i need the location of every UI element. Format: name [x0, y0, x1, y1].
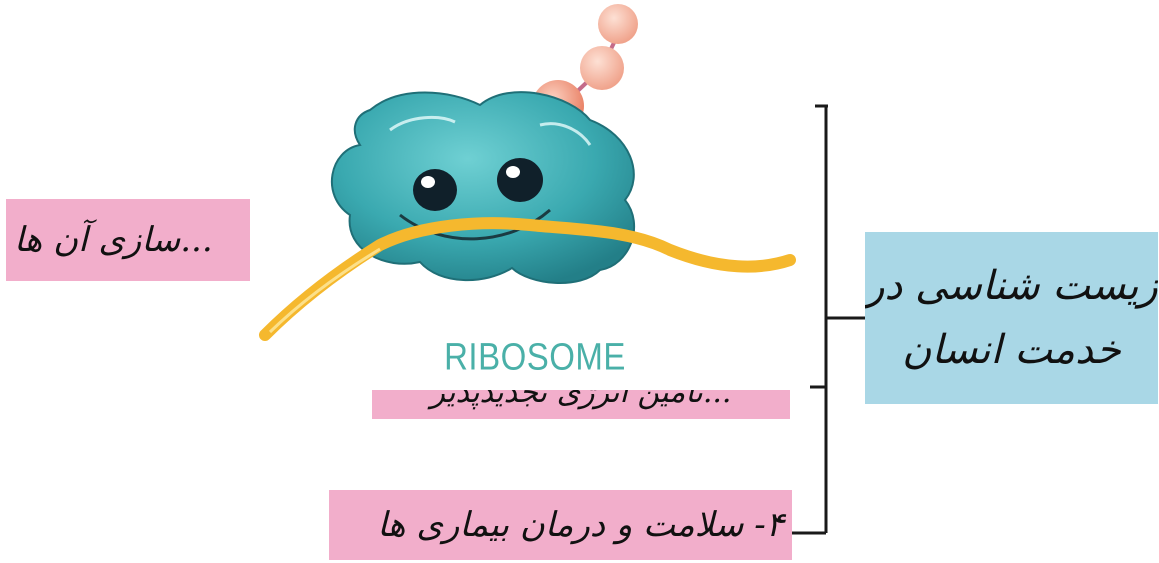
- branch-label-4: ۴- سلامت و درمان بیماری ها: [377, 505, 784, 545]
- branch-label-1: ...سازی آن ها: [14, 220, 213, 260]
- bead-3: [598, 4, 638, 44]
- main-topic-line2: خدمت انسان: [902, 327, 1121, 373]
- right-eye: [497, 158, 543, 202]
- main-topic-line1: زیست شناسی در: [865, 263, 1158, 309]
- bead-2: [580, 46, 624, 90]
- branch-box-4: ۴- سلامت و درمان بیماری ها: [329, 490, 792, 560]
- ribosome-body: [332, 92, 634, 283]
- main-topic-box: زیست شناسی در خدمت انسان: [865, 232, 1158, 404]
- branch-box-1: ...سازی آن ها: [6, 199, 258, 281]
- left-eye: [413, 169, 457, 211]
- ribosome-illustration: [250, 0, 810, 390]
- ribosome-label: RIBOSOME: [440, 335, 630, 379]
